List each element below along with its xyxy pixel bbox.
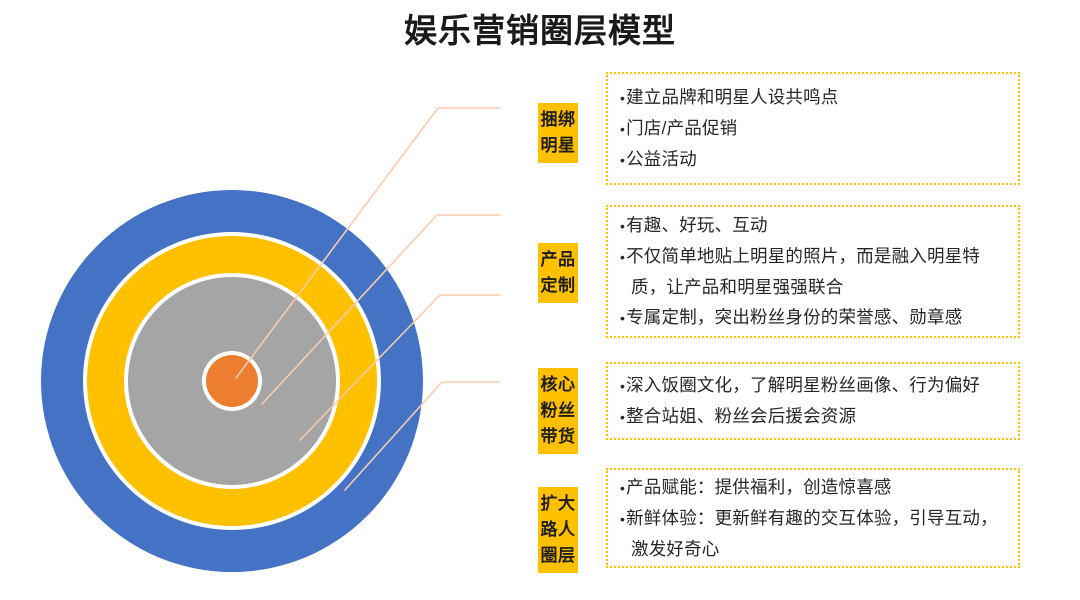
bullet-item: 建立品牌和明星人设共鸣点: [620, 82, 1008, 113]
bullet-item: 门店/产品促销: [620, 113, 1008, 144]
bullet-item: 整合站姐、粉丝会后援会资源: [620, 401, 1008, 432]
page-title: 娱乐营销圈层模型: [404, 12, 676, 49]
bullet-item: 不仅简单地贴上明星的照片，而是融入明星特质，让产品和明星强强联合: [620, 241, 1008, 302]
bullet-item: 产品赋能：提供福利，创造惊喜感: [620, 472, 1008, 503]
tag-line: 定制: [540, 276, 576, 295]
tag-line: 粉丝: [540, 401, 576, 420]
connector-line-1: [235, 107, 501, 379]
bullet-item: 深入饭圈文化，了解明星粉丝画像、行为偏好: [620, 370, 1008, 401]
bullet-item: 有趣、好玩、互动: [620, 210, 1008, 241]
bullet-item: 公益活动: [620, 144, 1008, 175]
tag-line: 产品: [540, 250, 576, 269]
tag-product-customization[interactable]: 产品 定制: [538, 243, 578, 303]
card-expand-public-circle[interactable]: 产品赋能：提供福利，创造惊喜感 新鲜体验：更新鲜有趣的交互体验，引导互动，激发好…: [606, 468, 1020, 568]
tag-line: 圈层: [540, 546, 576, 565]
connector-line-2: [261, 214, 501, 405]
tag-line: 捆绑: [540, 110, 576, 129]
tag-line: 核心: [540, 375, 576, 394]
connector-line-4: [344, 381, 501, 491]
tag-line: 路人: [540, 520, 576, 539]
connector-line-3: [299, 294, 501, 441]
tag-expand-public-circle[interactable]: 扩大 路人 圈层: [538, 487, 578, 573]
tag-bind-celebrity[interactable]: 捆绑 明星: [538, 103, 578, 163]
tag-line: 带货: [540, 427, 576, 446]
card-product-customization[interactable]: 有趣、好玩、互动 不仅简单地贴上明星的照片，而是融入明星特质，让产品和明星强强联…: [606, 205, 1020, 338]
bullet-item: 专属定制，突出粉丝身份的荣誉感、勋章感: [620, 302, 1008, 333]
card-bind-celebrity[interactable]: 建立品牌和明星人设共鸣点 门店/产品促销 公益活动: [606, 72, 1020, 185]
card-core-fans-sales[interactable]: 深入饭圈文化，了解明星粉丝画像、行为偏好 整合站姐、粉丝会后援会资源: [606, 362, 1020, 440]
tag-core-fans-sales[interactable]: 核心 粉丝 带货: [538, 368, 578, 454]
tag-line: 扩大: [540, 494, 576, 513]
bullet-item: 新鲜体验：更新鲜有趣的交互体验，引导互动，激发好奇心: [620, 503, 1008, 564]
tag-line: 明星: [540, 136, 576, 155]
